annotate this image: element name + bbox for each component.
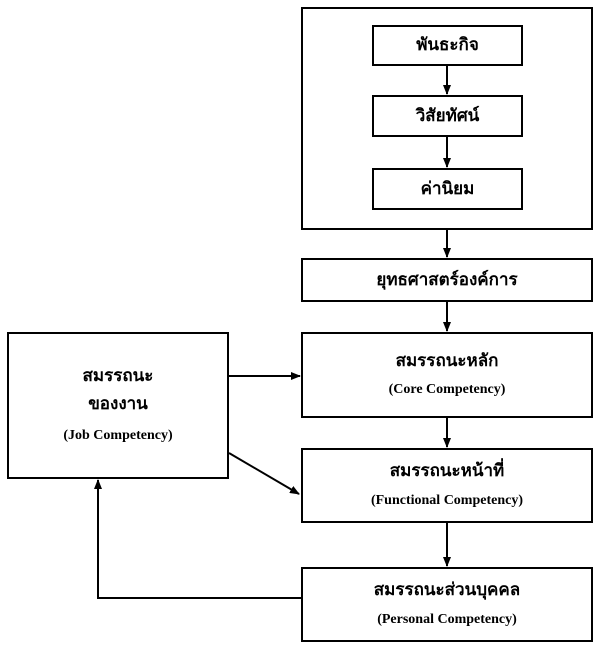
personal-competency-thai-label: สมรรถนะส่วนบุคคล — [373, 579, 521, 600]
arrow-job-to-functional — [228, 452, 300, 495]
arrow-personal-to-job — [94, 479, 301, 599]
job-competency-english-label: (Job Competency) — [63, 428, 173, 444]
values-label: ค่านิยม — [420, 178, 475, 199]
strategy-box: ยุทธศาสตร์องค์การ — [301, 258, 593, 302]
values-box: ค่านิยม — [372, 168, 523, 210]
functional-competency-english-label: (Functional Competency) — [370, 493, 524, 509]
core-competency-thai-label: สมรรถนะหลัก — [395, 351, 499, 372]
core-competency-english-label: (Core Competency) — [388, 381, 506, 397]
mission-label: พันธะกิจ — [416, 35, 479, 56]
job-competency-thai-line1: สมรรถนะ — [82, 365, 154, 386]
strategy-label: ยุทธศาสตร์องค์การ — [376, 269, 518, 290]
job-competency-box: สมรรถนะ ของงาน (Job Competency) — [7, 332, 229, 479]
personal-competency-box: สมรรถนะส่วนบุคคล (Personal Competency) — [301, 567, 593, 642]
mission-box: พันธะกิจ — [372, 25, 523, 66]
core-competency-box: สมรรถนะหลัก (Core Competency) — [301, 332, 593, 418]
vision-label: วิสัยทัศน์ — [415, 105, 480, 126]
vision-box: วิสัยทัศน์ — [372, 95, 523, 137]
personal-competency-english-label: (Personal Competency) — [377, 612, 517, 628]
functional-competency-box: สมรรถนะหน้าที่ (Functional Competency) — [301, 448, 593, 523]
functional-competency-thai-label: สมรรถนะหน้าที่ — [389, 460, 505, 481]
job-competency-thai-line2: ของงาน — [88, 394, 148, 415]
